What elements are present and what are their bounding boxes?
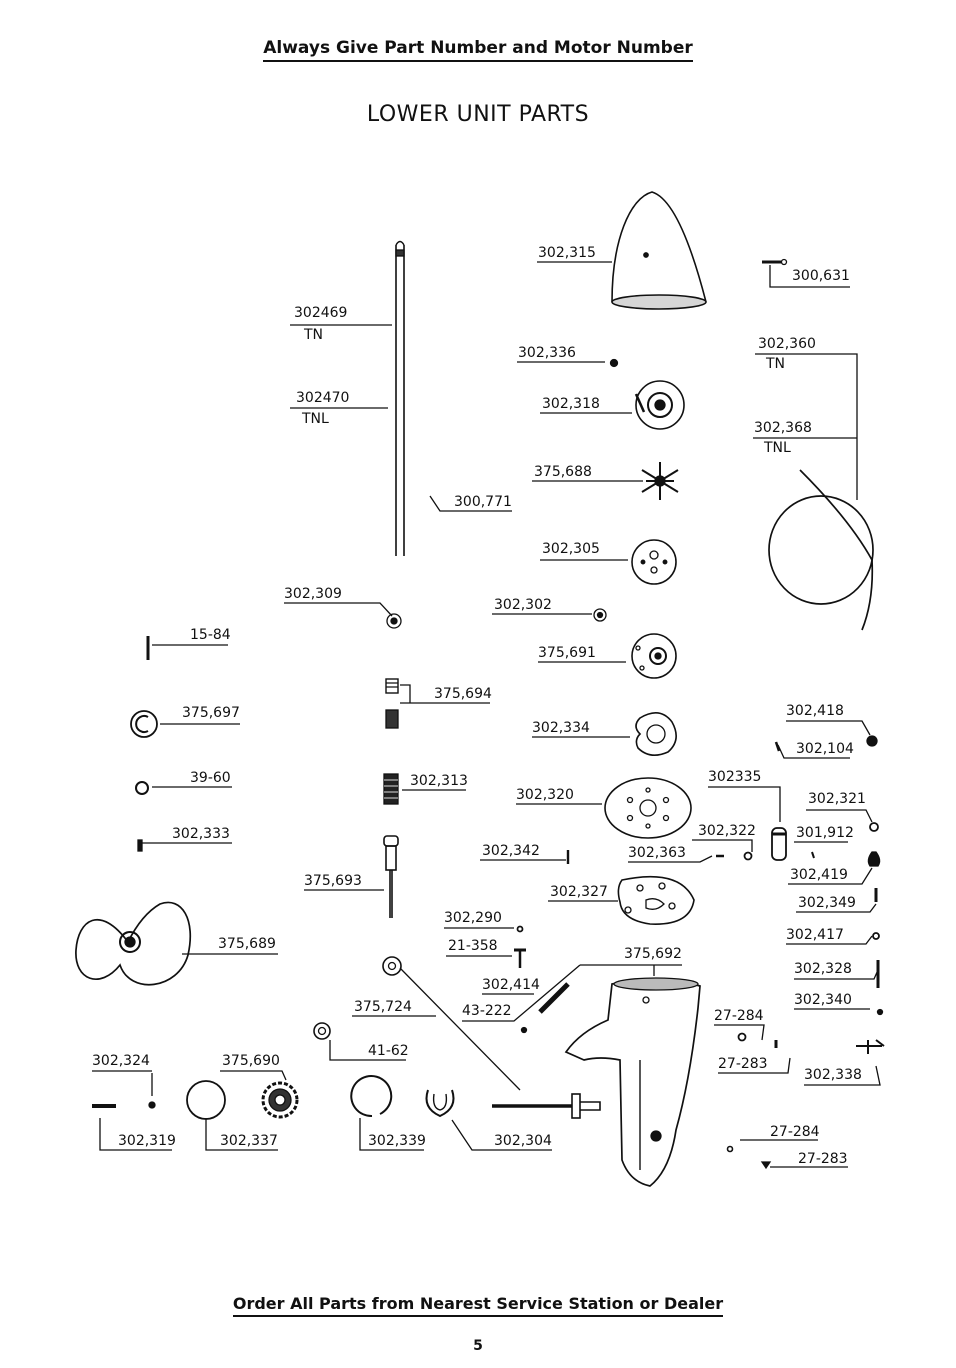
part-label: 15-84 — [190, 627, 231, 643]
part-label: 302470 — [296, 390, 350, 406]
part-label: 375,689 — [218, 936, 276, 952]
part-label: 375,697 — [182, 705, 240, 721]
part-label: 302,336 — [518, 345, 576, 361]
part-label: 302,313 — [410, 773, 468, 789]
part-label: 27-283 — [798, 1151, 848, 1167]
part-sublabel: TN — [766, 356, 786, 372]
part-label: 302,414 — [482, 977, 540, 993]
part-label: 302,327 — [550, 884, 608, 900]
part-label: 302,318 — [542, 396, 600, 412]
part-label: 302,328 — [794, 961, 852, 977]
part-label: 375,692 — [624, 946, 682, 962]
part-label: 375,724 — [354, 999, 412, 1015]
part-label: 302,315 — [538, 245, 596, 261]
top-note: Always Give Part Number and Motor Number — [0, 38, 956, 62]
part-label: 302,333 — [172, 826, 230, 842]
leader-lines — [92, 261, 881, 1168]
part-label: 27-284 — [770, 1124, 820, 1140]
part-label: 302,417 — [786, 927, 844, 943]
part-label: 302469 — [294, 305, 348, 321]
part-label: 302,324 — [92, 1053, 150, 1069]
part-label: 302,290 — [444, 910, 502, 926]
part-label: 27-283 — [718, 1056, 768, 1072]
part-label: 375,693 — [304, 873, 362, 889]
part-label: 302,419 — [790, 867, 848, 883]
part-label: 302,339 — [368, 1133, 426, 1149]
part-label: 302,302 — [494, 597, 552, 613]
part-label: 302,363 — [628, 845, 686, 861]
part-label: 302,304 — [494, 1133, 552, 1149]
part-label: 375,691 — [538, 645, 596, 661]
part-label: 39-60 — [190, 770, 231, 786]
part-sublabel: TNL — [764, 440, 791, 456]
part-label: 41-62 — [368, 1043, 409, 1059]
part-label: 302,337 — [220, 1133, 278, 1149]
page-number: 5 — [473, 1338, 483, 1354]
part-label: 43-222 — [462, 1003, 512, 1019]
part-label: 302,320 — [516, 787, 574, 803]
part-label: 302,334 — [532, 720, 590, 736]
part-label: 375,694 — [434, 686, 492, 702]
part-label: 300,771 — [454, 494, 512, 510]
part-label: 302,322 — [698, 823, 756, 839]
part-label: 302,418 — [786, 703, 844, 719]
part-label: 302,349 — [798, 895, 856, 911]
part-label: 302,309 — [284, 586, 342, 602]
part-label: 302,360 — [758, 336, 816, 352]
part-label: 302,321 — [808, 791, 866, 807]
part-label: 302,340 — [794, 992, 852, 1008]
bottom-note: Order All Parts from Nearest Service Sta… — [0, 1294, 956, 1317]
part-label: 302,338 — [804, 1067, 862, 1083]
part-sublabel: TNL — [302, 411, 329, 427]
part-sublabel: TN — [304, 327, 324, 343]
part-label: 375,688 — [534, 464, 592, 480]
part-label: 302,368 — [754, 420, 812, 436]
page-title: LOWER UNIT PARTS — [366, 102, 590, 127]
part-label: 21-358 — [448, 938, 498, 954]
part-label: 302,342 — [482, 843, 540, 859]
part-label: 27-284 — [714, 1008, 764, 1024]
part-label: 301,912 — [796, 825, 854, 841]
part-label: 302,305 — [542, 541, 600, 557]
part-label: 302,104 — [796, 741, 854, 757]
part-label: 302,319 — [118, 1133, 176, 1149]
part-label: 302335 — [708, 769, 762, 785]
part-label: 300,631 — [792, 268, 850, 284]
part-label: 375,690 — [222, 1053, 280, 1069]
